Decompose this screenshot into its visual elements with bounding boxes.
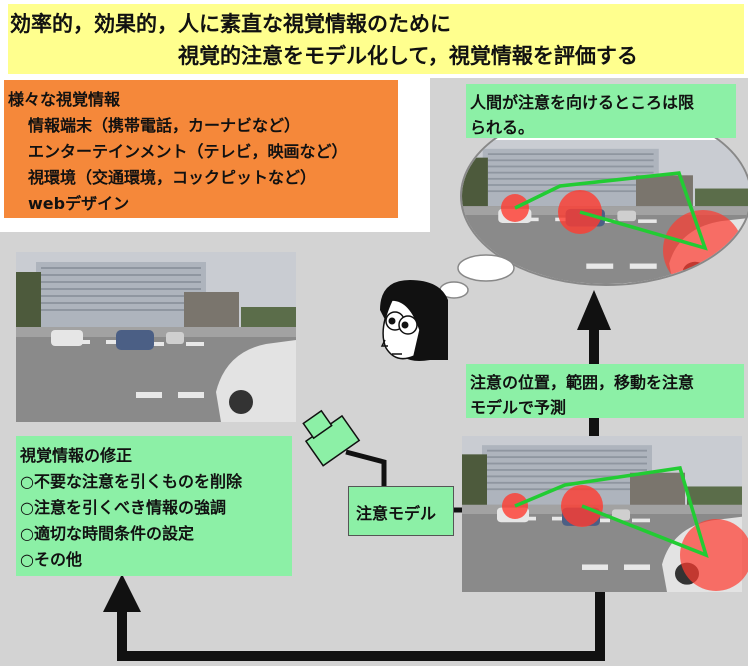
visual-info-heading: 様々な視覚情報 [8,90,121,109]
attention-limit-box [466,84,736,138]
visual-info-item: エンターテインメント（テレビ，映画など） [28,142,348,161]
attention-path [514,171,708,251]
visual-info-item: 情報端末（携帯電話，カーナビなど） [28,116,301,135]
attention-path [514,466,709,558]
attention-model-label: 注意モデル [356,504,437,523]
street-photo [16,252,296,422]
visual-info-box [4,80,398,218]
attention-spot [663,210,743,284]
attention-spot [680,519,748,591]
modification-heading: 視覚情報の修正 [20,446,133,465]
modification-box [16,436,292,576]
camera-icon [302,409,361,467]
modification-item: ○その他 [20,550,82,569]
thought-bubble-tail [457,254,515,282]
title-banner [8,4,744,74]
feedback-arrow-head [103,574,141,612]
title-line-2: 視覚的注意をモデル化して，視覚情報を評価する [178,44,638,68]
attention-model-box [348,486,454,536]
prediction-line-1: 注意の位置，範囲，移動を注意 [470,373,695,392]
modification-item: ○不要な注意を引くものを削除 [20,472,242,491]
feedback-arrow [117,592,605,661]
up-arrow-head [577,290,611,330]
prediction-box [466,364,744,418]
modification-item: ○注意を引くべき情報の強調 [20,498,226,517]
prediction-line-2: モデルで予測 [470,398,567,417]
attention-limit-line-2: られる。 [470,118,535,137]
modification-item: ○適切な時間条件の設定 [20,524,194,543]
visual-info-item: webデザイン [28,194,130,213]
visual-info-item: 視環境（交通環境，コックピットなど） [28,168,317,187]
person-face [380,280,448,361]
attention-limit-line-1: 人間が注意を向けるところは限 [470,93,695,112]
title-line-1: 効率的，効果的，人に素直な視覚情報のために [10,12,451,36]
